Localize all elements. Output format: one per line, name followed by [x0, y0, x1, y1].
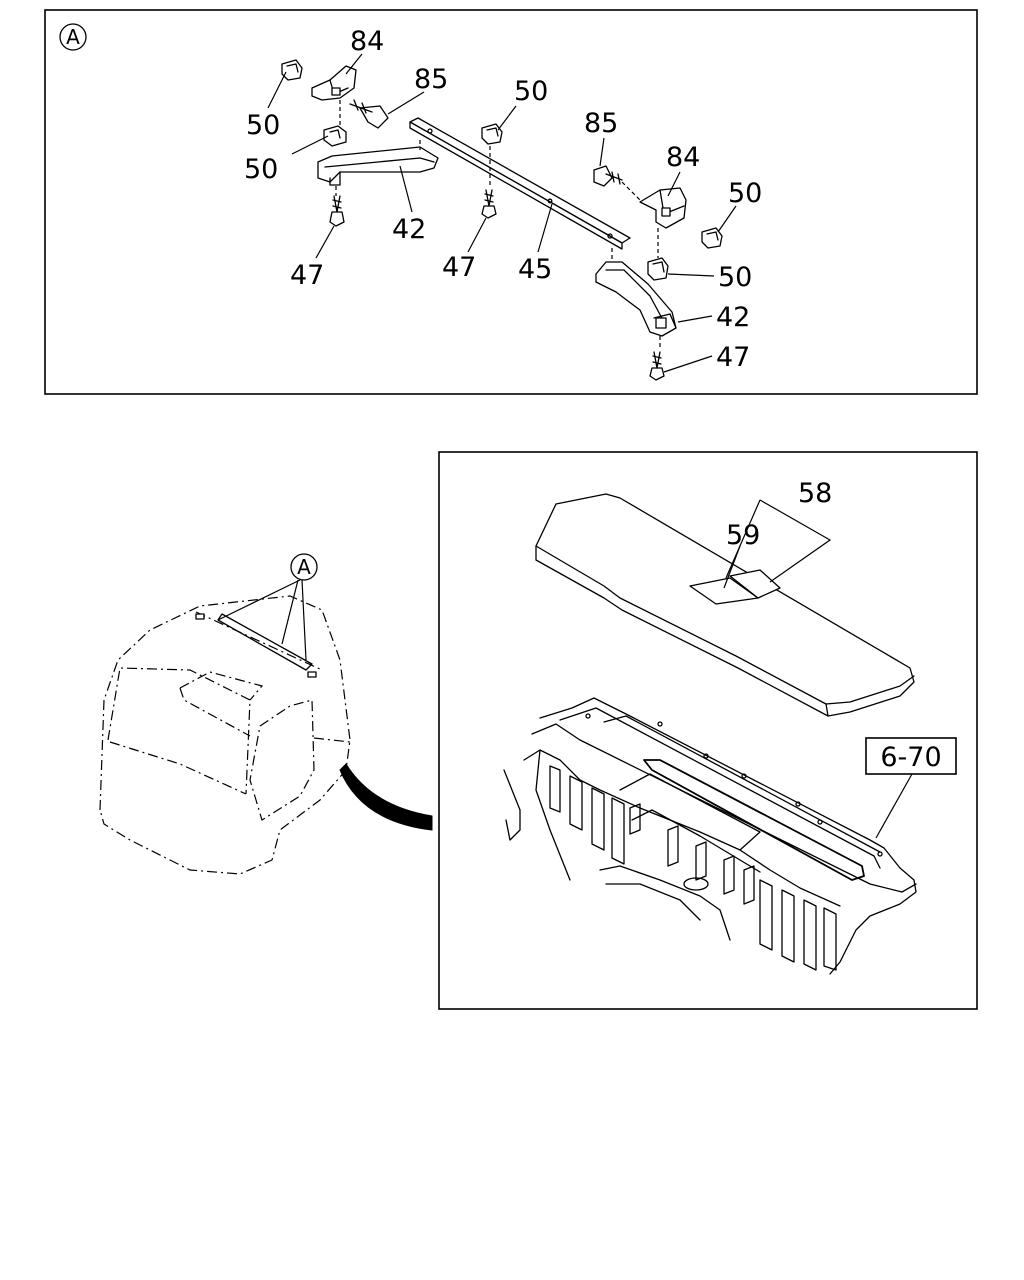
lower-detail-frame [438, 451, 978, 1010]
callout-58: 58 [798, 478, 832, 509]
callouts-a: 84 85 50 50 50 42 47 47 45 85 84 50 50 4… [244, 26, 762, 373]
detail-a-frame [44, 9, 978, 395]
cab-marker-a: A [217, 553, 318, 661]
roof-trim-panel-58 [535, 493, 915, 717]
callout-50-center: 50 [514, 76, 548, 107]
cab-outline [99, 595, 351, 875]
pad-59 [689, 569, 781, 605]
right-screw-47 [649, 351, 665, 381]
svg-text:A: A [66, 25, 80, 49]
callout-50-top-left: 50 [246, 110, 280, 141]
right-clip-84 [639, 187, 687, 229]
callout-47-right: 47 [716, 342, 750, 373]
right-nut-clip-50-mid [647, 257, 669, 281]
callout-50-mid-left: 50 [244, 154, 278, 185]
leaders-lower [723, 499, 913, 839]
roof-structure-6-70 [503, 697, 917, 975]
callout-47-center: 47 [442, 252, 476, 283]
left-nut-clip-50-top [281, 59, 303, 81]
callout-85-right: 85 [584, 108, 618, 139]
center-nut-clip-50 [481, 123, 503, 145]
callout-85-left: 85 [414, 64, 448, 95]
ref-box [865, 737, 957, 775]
svg-text:A: A [297, 555, 311, 579]
callout-47-left: 47 [290, 260, 324, 291]
assembly-lines-a [335, 100, 661, 350]
callout-84-left: 84 [350, 26, 384, 57]
transfer-arrow [339, 763, 433, 831]
callouts-lower: 58 59 6-70 [726, 478, 957, 775]
callout-42-left: 42 [392, 214, 426, 245]
leaders-a [267, 53, 737, 373]
left-screw-85 [349, 99, 389, 129]
callout-84-right: 84 [666, 142, 700, 173]
detail-a-marker: A [59, 23, 87, 51]
left-nut-clip-50-mid [323, 125, 347, 147]
left-bracket-42 [317, 146, 439, 186]
bracket-45 [409, 117, 631, 250]
left-clip-84 [311, 65, 357, 101]
callout-45: 45 [518, 254, 552, 285]
callout-59: 59 [726, 520, 760, 551]
callout-42-right: 42 [716, 302, 750, 333]
callout-50-right-top: 50 [728, 178, 762, 209]
center-screw-47 [481, 189, 497, 219]
callout-50-right-mid: 50 [718, 262, 752, 293]
ref-box-label: 6-70 [880, 742, 941, 773]
right-nut-clip-50-top [701, 227, 723, 249]
left-screw-47 [329, 195, 345, 227]
right-bracket-42 [595, 261, 677, 337]
right-screw-85 [593, 165, 623, 187]
